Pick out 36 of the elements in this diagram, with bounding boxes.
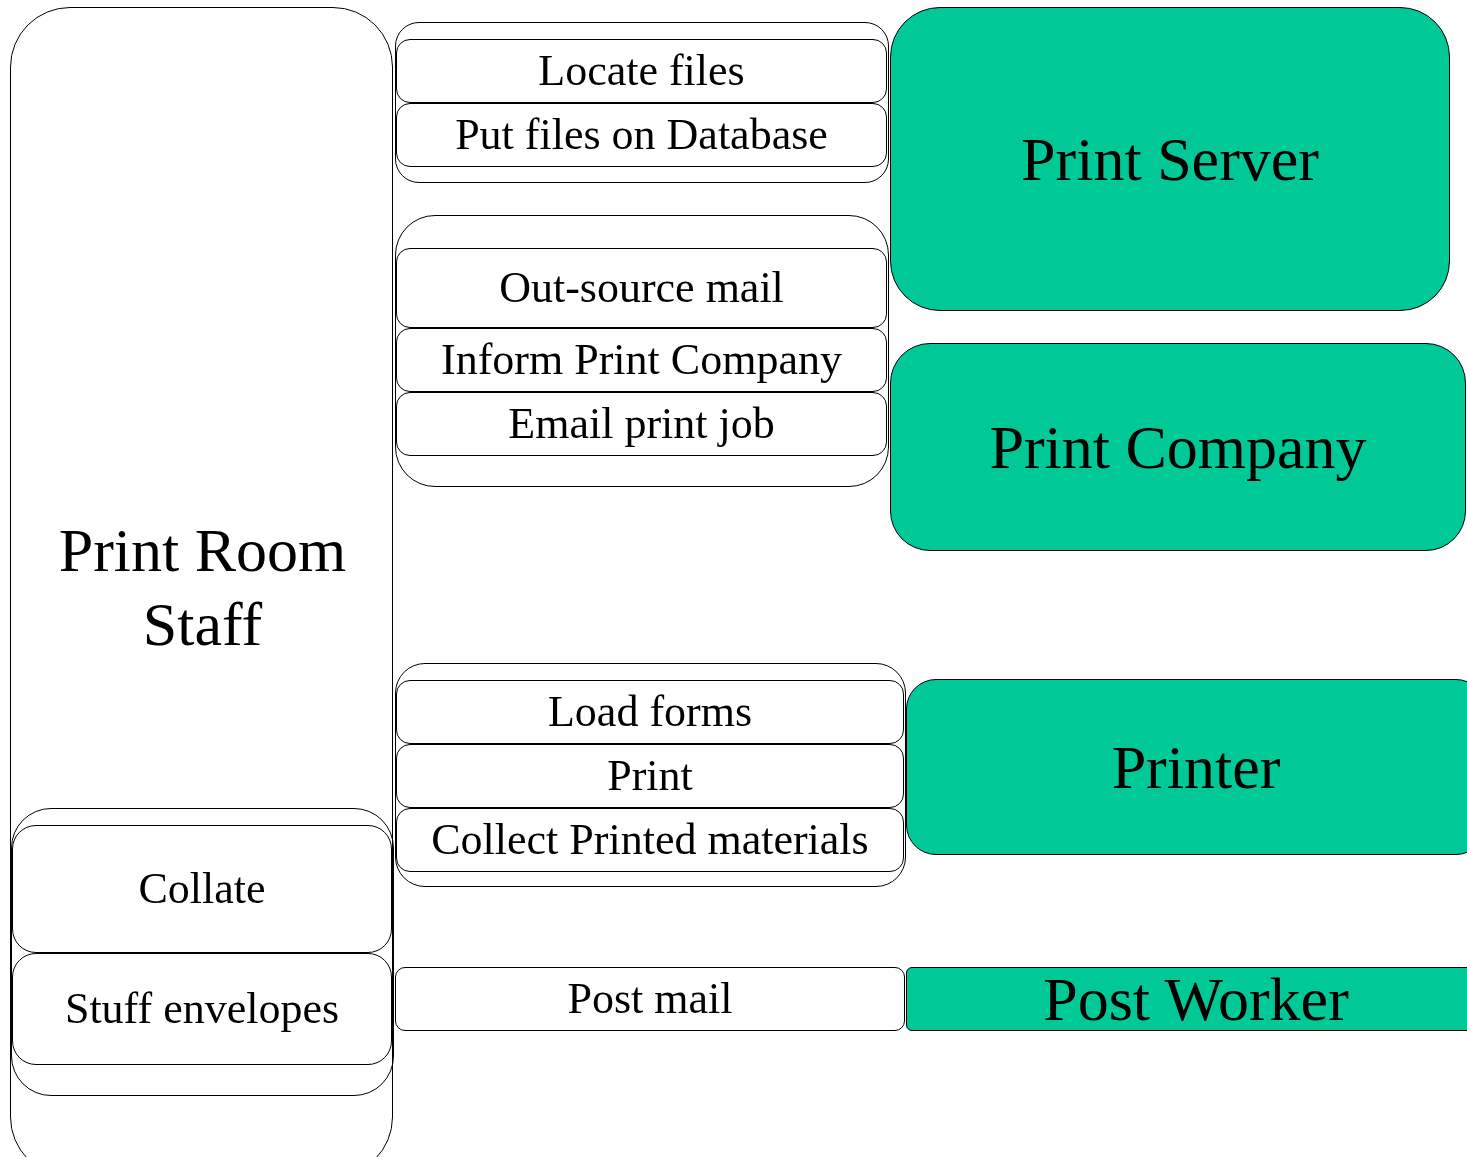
step-label: Locate files [538, 44, 745, 97]
process-box [396, 808, 904, 872]
actor-label: Printer [1111, 731, 1281, 803]
step-label: Email print job [508, 397, 775, 450]
actor-label: Print Server [1021, 123, 1319, 195]
lane-label: Print Room Staff [57, 515, 348, 661]
process-box [396, 680, 904, 744]
step-label: Collect Printed materials [431, 813, 869, 866]
process-box [396, 328, 887, 392]
step-label: Inform Print Company [441, 333, 842, 386]
actor-label: Print Company [989, 411, 1367, 483]
process-box [396, 39, 887, 103]
group-box [395, 215, 889, 487]
step-label: Put files on Database [455, 108, 828, 161]
process-box [395, 967, 905, 1031]
process-box [12, 953, 392, 1065]
process-box [396, 392, 887, 456]
group-box [395, 22, 889, 183]
process-box [396, 248, 887, 328]
process-box [12, 825, 392, 953]
step-label: Collate [138, 862, 266, 915]
step-label: Post mail [567, 972, 733, 1025]
step-label: Out-source mail [499, 261, 784, 314]
actor-box [906, 679, 1467, 855]
actor-label: Post Worker [1043, 963, 1349, 1035]
group-box [395, 663, 906, 887]
step-label: Stuff envelopes [64, 982, 340, 1035]
actor-box [890, 7, 1450, 311]
group-box [11, 808, 394, 1096]
actor-box [906, 967, 1467, 1031]
process-box [396, 103, 887, 167]
process-box [396, 744, 904, 808]
actor-box [890, 343, 1466, 551]
lane-box [10, 7, 393, 1157]
step-label: Print [607, 749, 693, 802]
step-label: Load forms [547, 685, 753, 738]
